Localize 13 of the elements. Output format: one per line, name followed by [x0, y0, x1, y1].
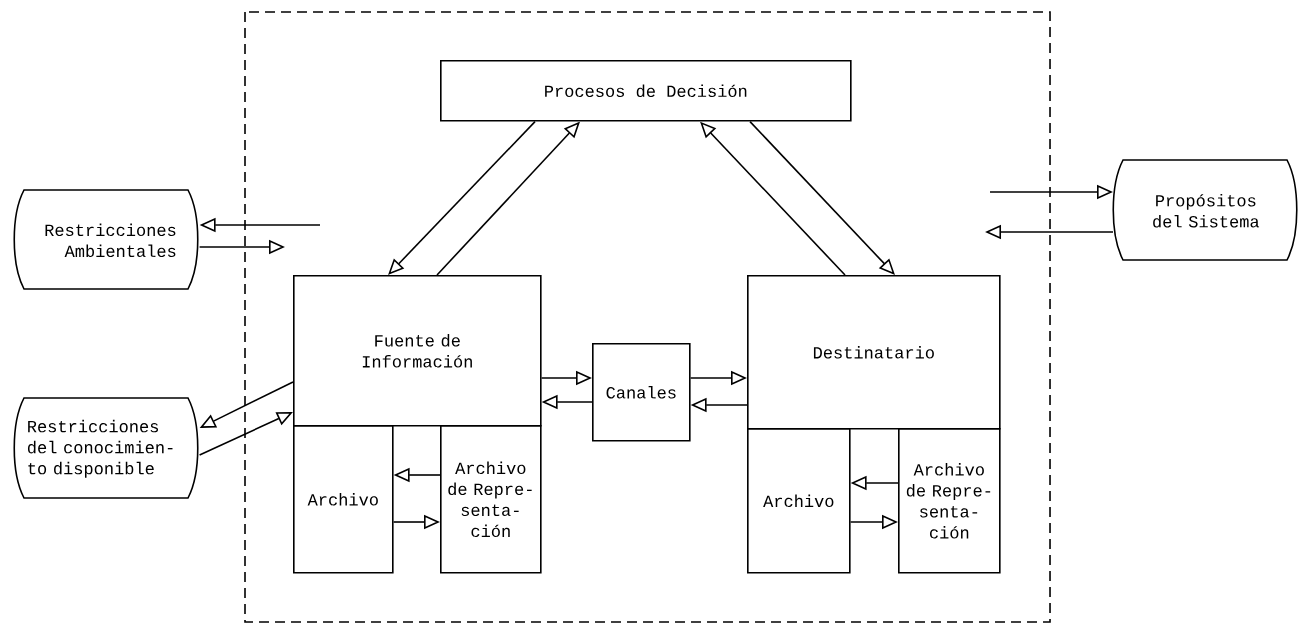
- rounded-box: Propósitos del Sistema: [1112, 159, 1298, 261]
- arrow: [388, 120, 536, 275]
- process-box: Archivo de Repre- senta- ción: [440, 425, 542, 574]
- rounded-box: Restricciones del conocimien- to disponible: [13, 397, 199, 499]
- process-box: Archivo: [293, 425, 394, 574]
- rounded-box: Restricciones Ambientales: [13, 189, 199, 290]
- process-box: Procesos de Decisión: [440, 60, 852, 122]
- process-box: Fuente de Información: [293, 275, 542, 427]
- process-box: Destinatario: [747, 275, 1001, 430]
- process-box: Archivo: [747, 428, 851, 574]
- arrow: [749, 120, 895, 275]
- process-box: Archivo de Repre- senta- ción: [898, 428, 1001, 574]
- process-box: Canales: [592, 343, 691, 442]
